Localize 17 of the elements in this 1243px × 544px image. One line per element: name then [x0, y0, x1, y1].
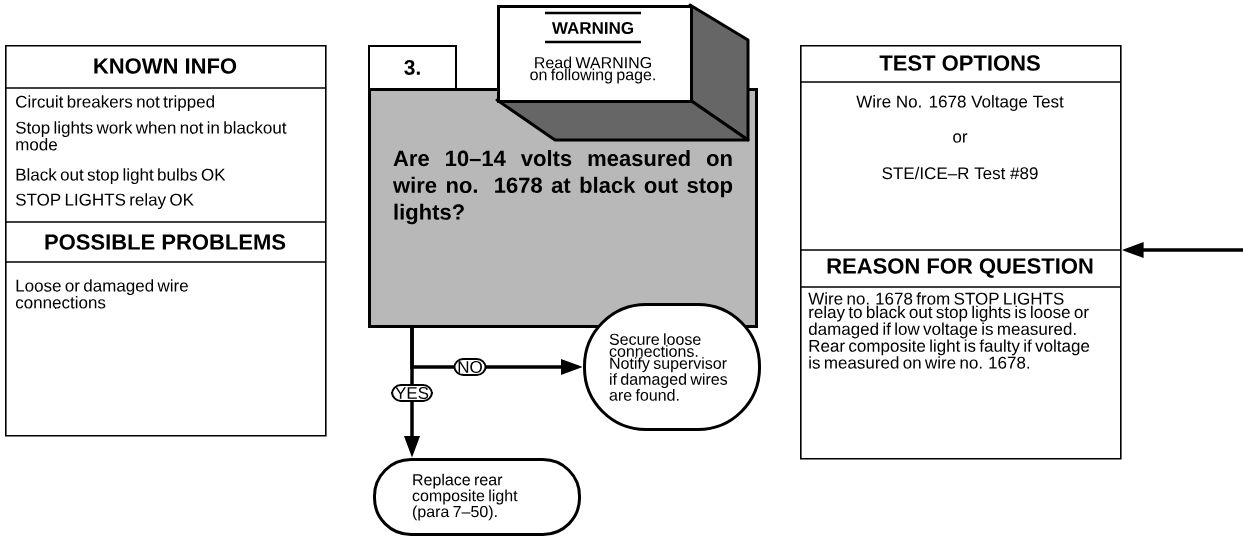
panel-heading: TEST OPTIONS	[879, 55, 1040, 71]
edge-label: YES	[391, 384, 433, 402]
info-text: Loose or damaged wire connections	[15, 279, 188, 309]
info-text: Circuit breakers not tripped	[16, 95, 214, 112]
panel-heading: REASON FOR QUESTION	[827, 258, 1093, 278]
step-number-box: 3.	[368, 45, 457, 90]
info-text: Wire no. 1678 from STOP LIGHTS relay to black out stop lights is loose or damaged if low voltage is measured. Rear composite light is faulty if voltage is measured on wire no. 1678.	[808, 292, 1090, 369]
info-text: Black out stop light bulbs OK	[16, 168, 226, 185]
panel-heading: POSSIBLE PROBLEMS	[45, 234, 286, 250]
test-option: Wire No. 1678 Voltage Test	[856, 95, 1064, 111]
test-option: or	[953, 133, 968, 143]
info-text: STOP LIGHTS relay OK	[15, 193, 194, 210]
info-text: Stop lights work when not in blackout mode	[15, 121, 287, 151]
test-option: STE/ICE–R Test #89	[882, 166, 1038, 180]
panel-heading: KNOWN INFO	[94, 58, 237, 74]
warning-box: WARNING Read WARNING on following page.	[495, 3, 750, 142]
edge-label: NO	[453, 358, 487, 376]
